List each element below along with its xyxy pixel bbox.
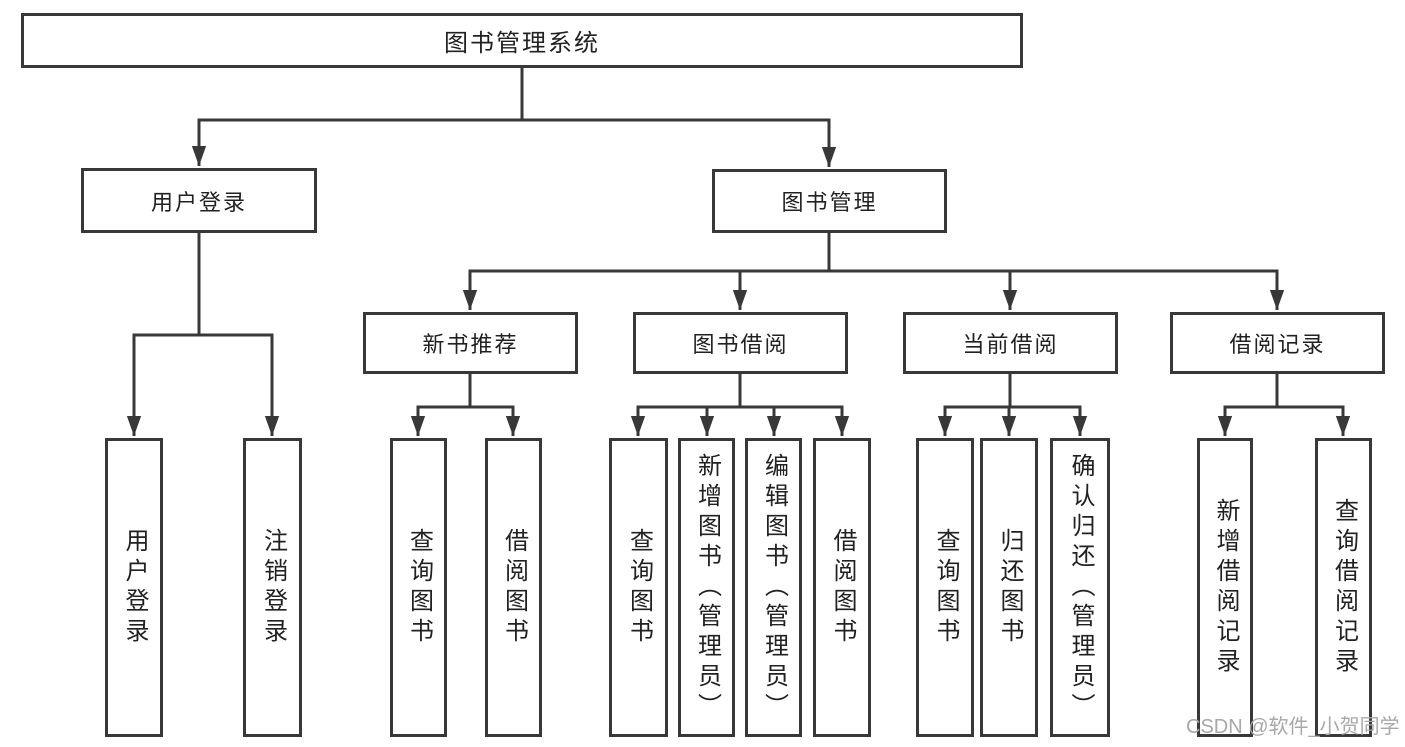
node-label: 新书推荐 xyxy=(422,332,519,357)
leaf-borrow-books-recommend: 借阅图书 xyxy=(485,438,542,737)
leaf-confirm-return-admin: 确认归还（管理员） xyxy=(1050,438,1110,737)
leaf-query-books-borrowing: 查询图书 xyxy=(609,438,668,737)
leaf-logout: 注销登录 xyxy=(243,438,302,737)
node-label: 用户登录 xyxy=(121,527,148,648)
leaf-user-login: 用户登录 xyxy=(105,438,163,737)
node-label: 查询图书 xyxy=(932,527,959,648)
node-label: 借阅图书 xyxy=(500,527,528,648)
node-library-system: 图书管理系统 xyxy=(21,13,1023,68)
leaf-borrow-books: 借阅图书 xyxy=(813,438,871,737)
node-current-borrowing: 当前借阅 xyxy=(903,312,1118,374)
node-label: 图书借阅 xyxy=(692,332,789,357)
node-label: 借阅图书 xyxy=(829,527,856,648)
node-label: 注销登录 xyxy=(259,527,287,648)
csdn-watermark: CSDN @软件_小贺同学 xyxy=(1186,716,1400,738)
node-label: 查询图书 xyxy=(625,527,653,648)
leaf-add-borrow-record: 新增借阅记录 xyxy=(1197,438,1253,737)
node-label: 图书管理系统 xyxy=(444,30,600,57)
leaf-return-books: 归还图书 xyxy=(980,438,1038,737)
node-label: 编辑图书（管理员） xyxy=(760,452,788,723)
node-label: 用户登录 xyxy=(150,189,247,215)
node-label: 新增借阅记录 xyxy=(1212,497,1239,678)
node-borrowing-records: 借阅记录 xyxy=(1170,312,1385,374)
leaf-add-book-admin: 新增图书（管理员） xyxy=(678,438,735,737)
node-label: 借阅记录 xyxy=(1229,332,1326,357)
node-book-borrowing: 图书借阅 xyxy=(633,312,848,374)
node-label: 图书管理 xyxy=(781,190,878,215)
leaf-query-books-current: 查询图书 xyxy=(916,438,974,737)
leaf-edit-book-admin: 编辑图书（管理员） xyxy=(745,438,802,737)
leaf-query-borrow-record: 查询借阅记录 xyxy=(1315,438,1372,737)
node-label: 查询借阅记录 xyxy=(1330,497,1358,678)
leaf-query-books-recommend: 查询图书 xyxy=(390,438,447,737)
node-label: 确认归还（管理员） xyxy=(1067,452,1094,723)
node-label: 查询图书 xyxy=(405,527,433,648)
node-user-login: 用户登录 xyxy=(81,168,317,233)
node-label: 新增图书（管理员） xyxy=(693,452,721,723)
node-new-book-recommendation: 新书推荐 xyxy=(363,312,578,374)
node-book-management: 图书管理 xyxy=(712,169,947,233)
node-label: 归还图书 xyxy=(996,527,1023,648)
node-label: 当前借阅 xyxy=(962,332,1059,357)
